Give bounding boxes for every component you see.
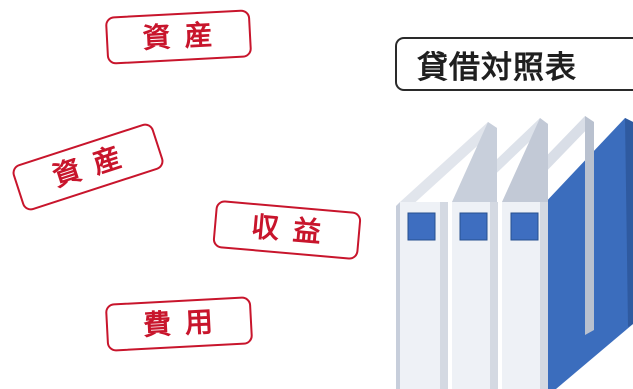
binder-3-spine [502,202,548,389]
binder-1-label-window [407,212,436,241]
stamp-assets-1: 資 産 [104,9,253,65]
binder-1-spine-shade [440,202,448,389]
stamp-assets-1-text: 資 産 [141,18,216,55]
binder-1-spine [400,202,448,389]
binder-2-side [502,118,548,202]
binder-3-back-cover-edge [625,118,633,327]
balance-sheet-title: 貸借対照表 [395,37,633,91]
binder-3-label-window [510,212,539,241]
stamp-expenses: 費 用 [104,296,254,352]
binder-2-spine [452,202,498,389]
binders-illustration [396,116,633,389]
binder-2-label-window [459,212,488,241]
stamp-expenses-text: 費 用 [142,305,216,342]
binder-1-side [452,122,497,202]
binder-1-front-edge [396,202,400,389]
stamp-revenue-text: 収 益 [249,209,325,250]
binder-3-spine-shade [540,202,548,389]
binder-3-side [585,116,594,335]
stamp-assets-2: 資 産 [10,121,166,213]
balance-sheet-title-text: 貸借対照表 [417,49,577,86]
binder-icon [452,118,548,389]
binder-2-spine-shade [490,202,498,389]
binder-1-top [400,122,497,208]
stamp-assets-2-text: 資 産 [48,139,128,194]
stamp-revenue: 収 益 [212,199,362,261]
binder-icon [400,122,497,389]
